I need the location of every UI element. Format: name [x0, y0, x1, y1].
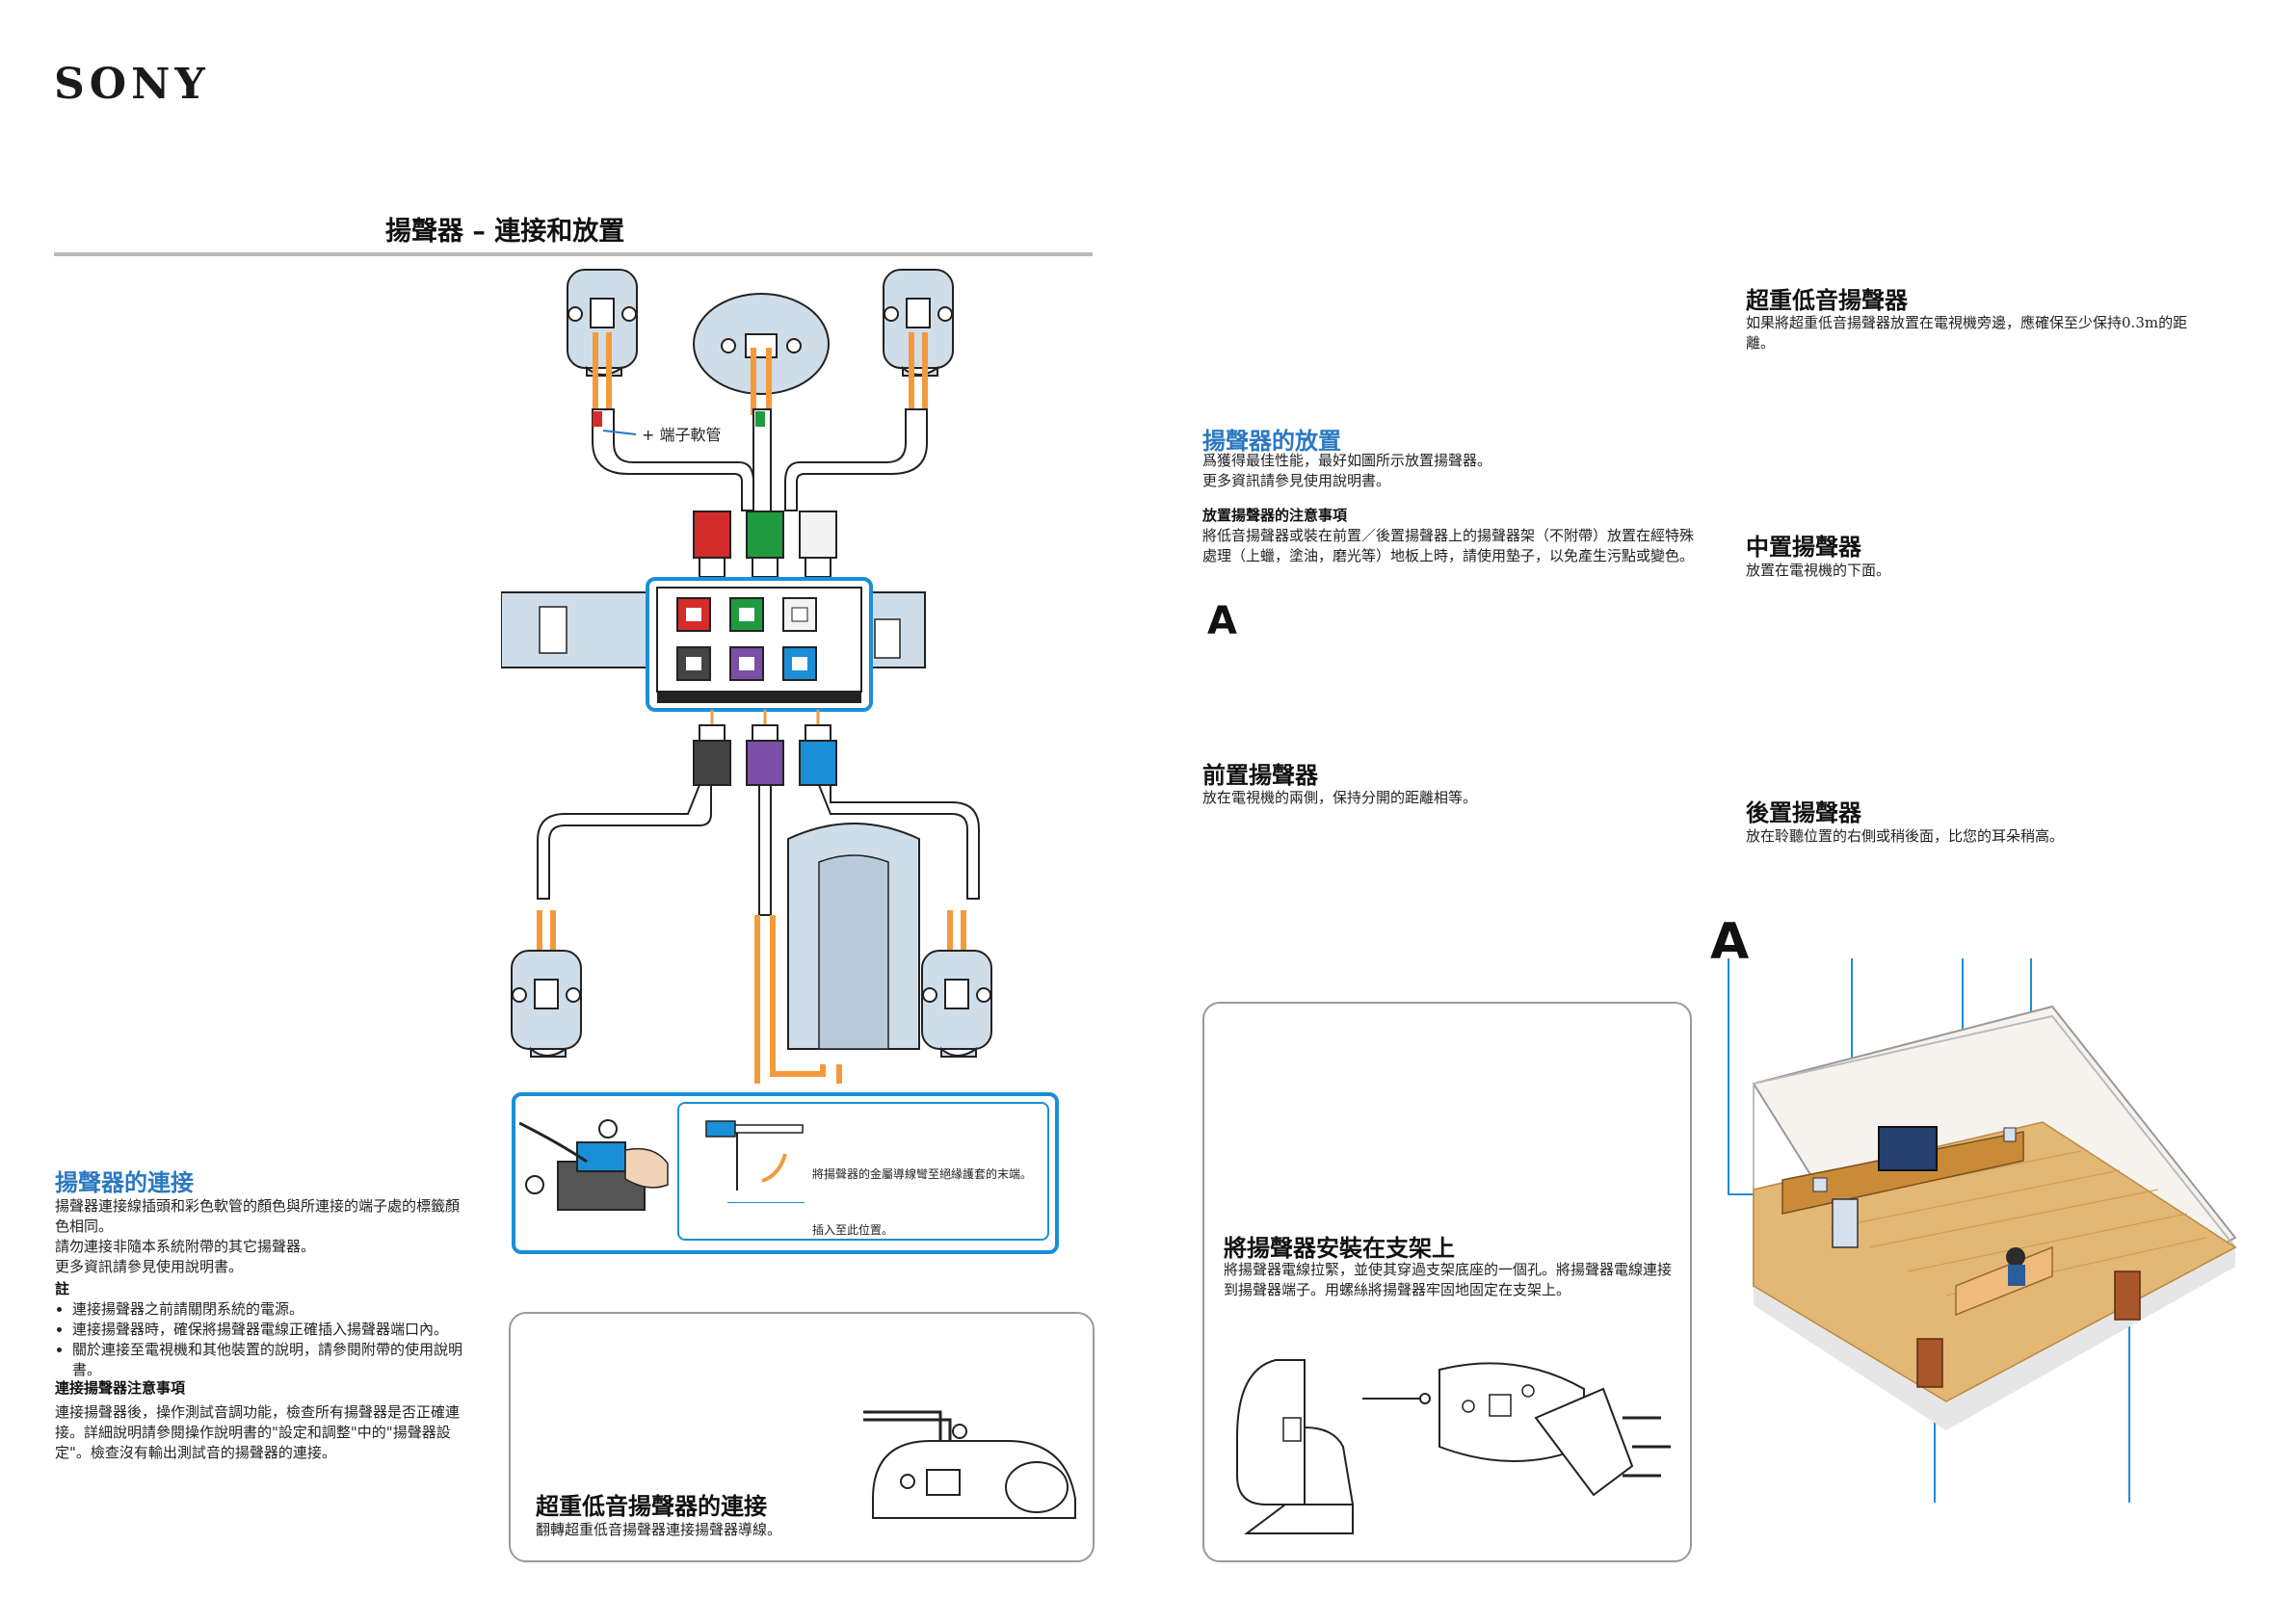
rear-speakers-heading: 後置揚聲器: [1746, 799, 1861, 826]
room-illustration: [1728, 958, 2237, 1503]
listener-icon: [2006, 1247, 2025, 1267]
stand-mounting-illustration: [1236, 1359, 1671, 1534]
wiring-diagram: + 端子軟管: [501, 269, 992, 1084]
subwoofer-terminal-illustration: [863, 1410, 1076, 1519]
stand-mounting-text: 將揚聲器電線拉緊，並使其穿過支架底座的一個孔。將揚聲器電線連接到揚聲器端子。用螺…: [1224, 1261, 1673, 1298]
placement-marker-a: A: [1207, 599, 1237, 643]
connection-heading: 揚聲器的連接: [55, 1169, 194, 1196]
notes-list: 連接揚聲器之前請關閉系統的電源。 連接揚聲器時，確保將揚聲器電線正確插入揚聲器端…: [55, 1299, 472, 1380]
terminal-hand-illustration: [519, 1119, 669, 1211]
center-speaker-icon: [693, 293, 830, 395]
placement-caution-text: 將低音揚聲器或裝在前置／後置揚聲器上的揚聲器架（不附帶）放置在經特殊處理（上蠟，…: [1202, 527, 1695, 564]
placement-heading: 揚聲器的放置: [1202, 428, 1341, 455]
center-speaker-heading: 中置揚聲器: [1746, 534, 1861, 561]
placement-text: 爲獲得最佳性能，最好如圖所示放置揚聲器。 更多資訊請參見使用說明書。: [1202, 452, 1492, 489]
sony-logo: SONY: [54, 60, 210, 109]
subwoofer-text: 如果將超重低音揚聲器放置在電視機旁邊，應確保至少保持0.3m的距離。: [1746, 314, 2188, 352]
title-rule: [54, 252, 1093, 256]
subwoofer-connection-text: 翻轉超重低音揚聲器連接揚聲器導線。: [536, 1521, 782, 1538]
tv-icon: [1878, 1126, 1938, 1171]
front-speakers-heading: 前置揚聲器: [1202, 762, 1318, 789]
terminal-zoom-panel: 將揚聲器的金屬導線彎至絕緣護套的末端。 插入至此位置。: [512, 1092, 1059, 1254]
connection-text: 揚聲器連接線插頭和彩色軟管的顏色與所連接的端子處的標籤顏色相同。 請勿連接非隨本…: [55, 1196, 472, 1380]
stand-mounting-panel: 將揚聲器安裝在支架上 將揚聲器電線拉緊，並使其穿過支架底座的一個孔。將揚聲器電線…: [1202, 1002, 1692, 1562]
page-title: 揚聲器 – 連接和放置: [385, 217, 625, 247]
zoom-note-insert: 插入至此位置。: [812, 1223, 894, 1237]
front-speakers-text: 放在電視機的兩側，保持分開的距離相等。: [1202, 789, 1478, 806]
center-speaker-text: 放置在電視機的下面。: [1746, 562, 1891, 579]
wire-bend-illustration: [705, 1120, 804, 1191]
note-title: 註: [55, 1280, 70, 1297]
stand-mounting-heading: 將揚聲器安裝在支架上: [1224, 1235, 1455, 1262]
subwoofer-connection-panel: 超重低音揚聲器的連接 翻轉超重低音揚聲器連接揚聲器導線。: [509, 1312, 1095, 1562]
terminal-tube-callout: + 端子軟管: [642, 426, 722, 444]
subwoofer-connection-heading: 超重低音揚聲器的連接: [536, 1493, 767, 1520]
placement-caution-title: 放置揚聲器的注意事項: [1202, 507, 1348, 524]
room-marker-a: A: [1710, 913, 1750, 971]
connection-caution-text: 連接揚聲器後，操作測試音調功能，檢查所有揚聲器是否正確連接。詳細說明請參閱操作說…: [55, 1403, 461, 1461]
rear-speakers-text: 放在聆聽位置的右側或稍後面，比您的耳朵稍高。: [1746, 827, 2065, 845]
subwoofer-heading: 超重低音揚聲器: [1746, 287, 1908, 314]
zoom-note-metal: 將揚聲器的金屬導線彎至絕緣護套的末端。: [812, 1167, 1033, 1181]
connection-caution-title: 連接揚聲器注意事項: [55, 1379, 186, 1397]
